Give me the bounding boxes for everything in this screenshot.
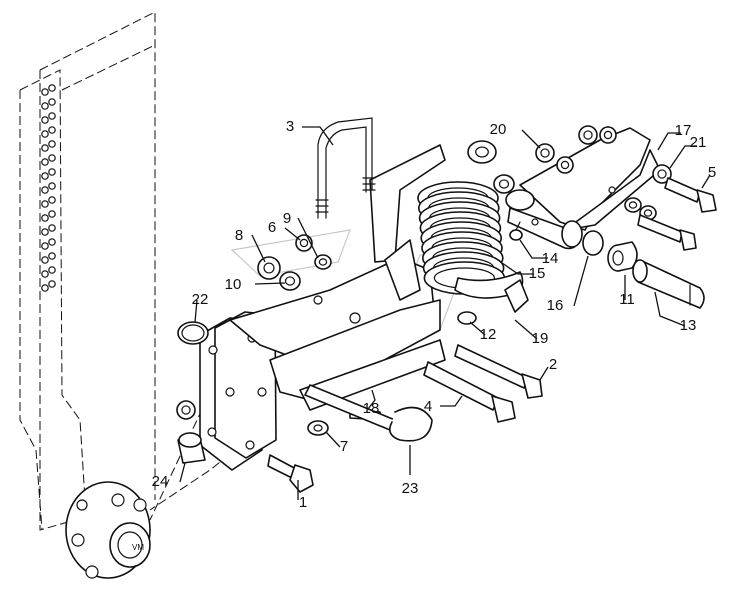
callout-21: 21 — [690, 134, 707, 151]
bushing-24 — [177, 432, 206, 464]
callout-10: 10 — [225, 276, 242, 293]
callout-1: 1 — [299, 494, 307, 511]
pin-with-handle-23 — [304, 384, 433, 442]
bolt-4 — [423, 361, 516, 423]
callout-23: 23 — [402, 480, 419, 497]
nuts — [176, 125, 672, 420]
bolt-5 — [664, 177, 717, 213]
callout-6: 6 — [268, 219, 276, 236]
leader-line-4 — [440, 395, 463, 407]
callout-13: 13 — [680, 317, 697, 334]
grease-nipple-14 — [509, 221, 523, 241]
leader-line-14 — [519, 239, 548, 259]
leader-line-3 — [302, 126, 334, 146]
o-ring-22 — [177, 321, 209, 345]
leader-line-17 — [657, 132, 681, 151]
callout-19: 19 — [532, 330, 549, 347]
leader-line-18 — [367, 389, 376, 410]
leader-line-10 — [254, 282, 286, 285]
bolt-2 — [454, 344, 543, 399]
leader-line-13 — [654, 291, 686, 327]
leader-line-19 — [514, 319, 538, 340]
callout-7: 7 — [340, 438, 348, 455]
callout-3: 3 — [286, 118, 294, 135]
bolt-1 — [267, 454, 314, 493]
upper-arm — [505, 127, 661, 250]
washer-7 — [307, 420, 329, 436]
o-ring-16 — [582, 230, 604, 256]
callout-8: 8 — [235, 227, 243, 244]
callout-22: 22 — [192, 291, 209, 308]
leader-line-16 — [573, 255, 589, 307]
bolt-hitch — [637, 214, 697, 251]
mounting-plate — [199, 311, 277, 471]
pivot-pin — [632, 259, 705, 309]
callout-2: 2 — [549, 356, 557, 373]
leader-line-12 — [469, 321, 486, 336]
leader-line-9 — [297, 217, 319, 259]
washer-12 — [457, 311, 477, 325]
callout-18: 18 — [363, 400, 380, 417]
leader-line-7 — [325, 431, 341, 448]
wheel-hub: VM — [65, 481, 151, 579]
callout-20: 20 — [490, 121, 507, 138]
leader-line-20 — [521, 129, 541, 149]
spring-seat — [454, 271, 529, 313]
callout-4: 4 — [424, 398, 432, 415]
bushing — [607, 241, 638, 272]
svg-text:VM: VM — [132, 543, 144, 552]
swing-arm-bracket — [229, 144, 446, 411]
callout-17: 17 — [675, 122, 692, 139]
u-bolt — [315, 117, 376, 219]
callout-16: 16 — [547, 297, 564, 314]
callout-24: 24 — [152, 473, 169, 490]
coil-spring — [417, 181, 506, 295]
callout-12: 12 — [480, 326, 497, 343]
callout-14: 14 — [542, 250, 559, 267]
frame-holes — [41, 84, 56, 292]
leader-line-6 — [284, 227, 301, 241]
leader-lines — [179, 126, 711, 500]
leader-line-5 — [701, 174, 711, 189]
leader-line-15 — [494, 257, 534, 275]
leader-line-24 — [179, 462, 186, 483]
callout-5: 5 — [708, 164, 716, 181]
callout-11: 11 — [619, 291, 635, 308]
leader-line-21 — [669, 145, 697, 169]
callout-15: 15 — [529, 265, 546, 282]
leader-line-2 — [539, 366, 549, 381]
leader-line-8 — [251, 234, 266, 263]
leader-line-22 — [194, 299, 198, 323]
callout-9: 9 — [283, 210, 291, 227]
